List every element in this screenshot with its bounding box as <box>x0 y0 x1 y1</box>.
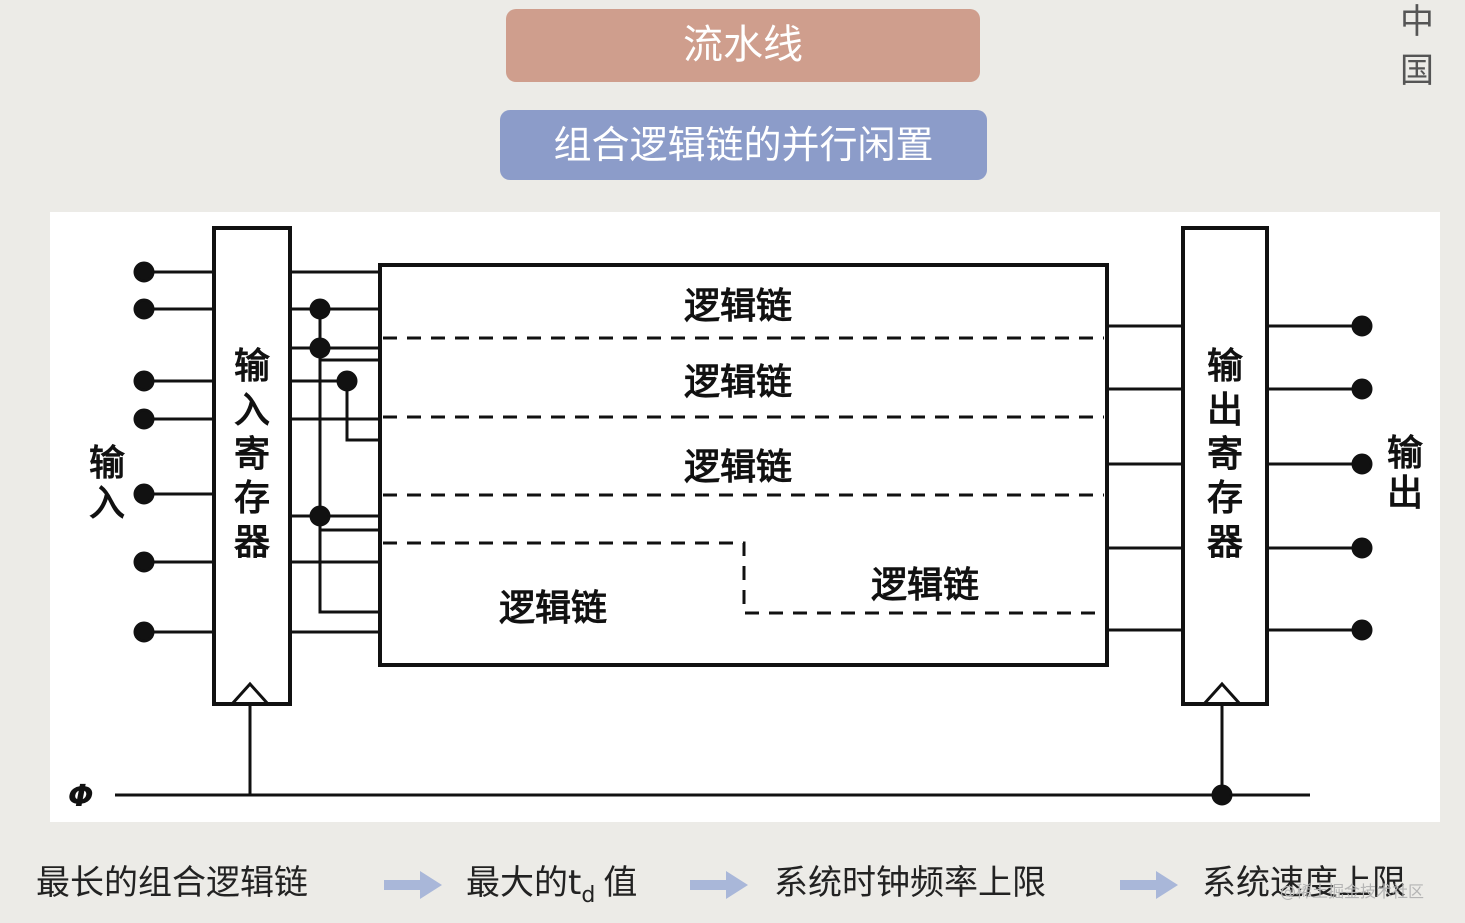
logic-chain-label: 逻辑链 <box>499 588 607 629</box>
logo: 中国 <box>1400 2 1434 91</box>
logic-chain-label: 逻辑链 <box>684 286 792 327</box>
logic-chain-label: 逻辑链 <box>684 447 792 488</box>
flow-step-4: 系统速度上限 <box>1202 863 1406 903</box>
output-terminal <box>1351 537 1373 559</box>
output-register-label-char: 寄 <box>1207 434 1243 475</box>
register-to-logic-wiring <box>290 270 380 634</box>
input-register-label-char: 寄 <box>234 434 270 475</box>
input-register-label-char: 存 <box>234 478 270 519</box>
input-register-clock-triangle <box>230 681 270 706</box>
output-register-label-char: 出 <box>1207 390 1243 431</box>
flow-arrow-icon <box>690 871 748 899</box>
output-register-label-char: 输 <box>1207 346 1244 387</box>
input-lines <box>133 261 214 643</box>
logic-to-register-wiring <box>1107 324 1183 632</box>
output-label-char: 输 <box>1387 433 1424 474</box>
output-terminal <box>1351 315 1373 337</box>
clock-junction-dot <box>1211 784 1233 806</box>
input-register-label-char: 器 <box>234 522 271 563</box>
input-terminal <box>133 298 155 320</box>
logic-separator-4 <box>383 541 1104 615</box>
page-subtitle: 组合逻辑链的并行闲置 <box>500 110 987 180</box>
output-register-box <box>1181 226 1269 706</box>
input-terminal <box>133 551 155 573</box>
input-label-char: 输 <box>89 443 126 484</box>
input-terminal <box>133 483 155 505</box>
input-terminal <box>133 370 155 392</box>
page-title: 流水线 <box>506 9 980 82</box>
output-terminal <box>1351 453 1373 475</box>
diagram-card <box>50 212 1440 822</box>
output-terminal <box>1351 619 1373 641</box>
input-label-char: 入 <box>89 483 125 524</box>
input-register-box <box>212 226 292 706</box>
output-label-char: 出 <box>1387 473 1423 514</box>
input-label: 输入 <box>89 443 126 524</box>
input-terminal <box>133 621 155 643</box>
watermark: @稀土掘金技术社区 <box>1280 882 1425 901</box>
flow-step-1: 最长的组合逻辑链 <box>36 863 308 903</box>
td-subscript: d <box>581 882 596 908</box>
input-register-label-char: 入 <box>234 390 270 431</box>
junction-dot <box>336 370 358 392</box>
output-lines <box>1267 315 1373 641</box>
flow-step-3: 系统时钟频率上限 <box>774 863 1046 903</box>
output-terminal <box>1351 378 1373 400</box>
clock-wiring <box>115 704 1310 806</box>
output-register-label-char: 器 <box>1207 522 1244 563</box>
output-register-label-char: 存 <box>1207 478 1243 519</box>
logic-chain-label: 逻辑链 <box>684 362 792 403</box>
input-register-label-char: 输 <box>234 346 271 387</box>
junction-dot <box>309 298 331 320</box>
flow-arrow-icon <box>384 871 442 899</box>
output-register-clock-triangle <box>1202 681 1242 706</box>
clock-label: Φ <box>68 779 94 814</box>
output-label: 输出 <box>1387 433 1424 514</box>
junction-dot <box>309 337 331 359</box>
junction-dot <box>309 505 331 527</box>
input-terminal <box>133 261 155 283</box>
flow-arrow-icon <box>1120 871 1178 899</box>
input-terminal <box>133 408 155 430</box>
logic-chain-label: 逻辑链 <box>871 565 979 606</box>
